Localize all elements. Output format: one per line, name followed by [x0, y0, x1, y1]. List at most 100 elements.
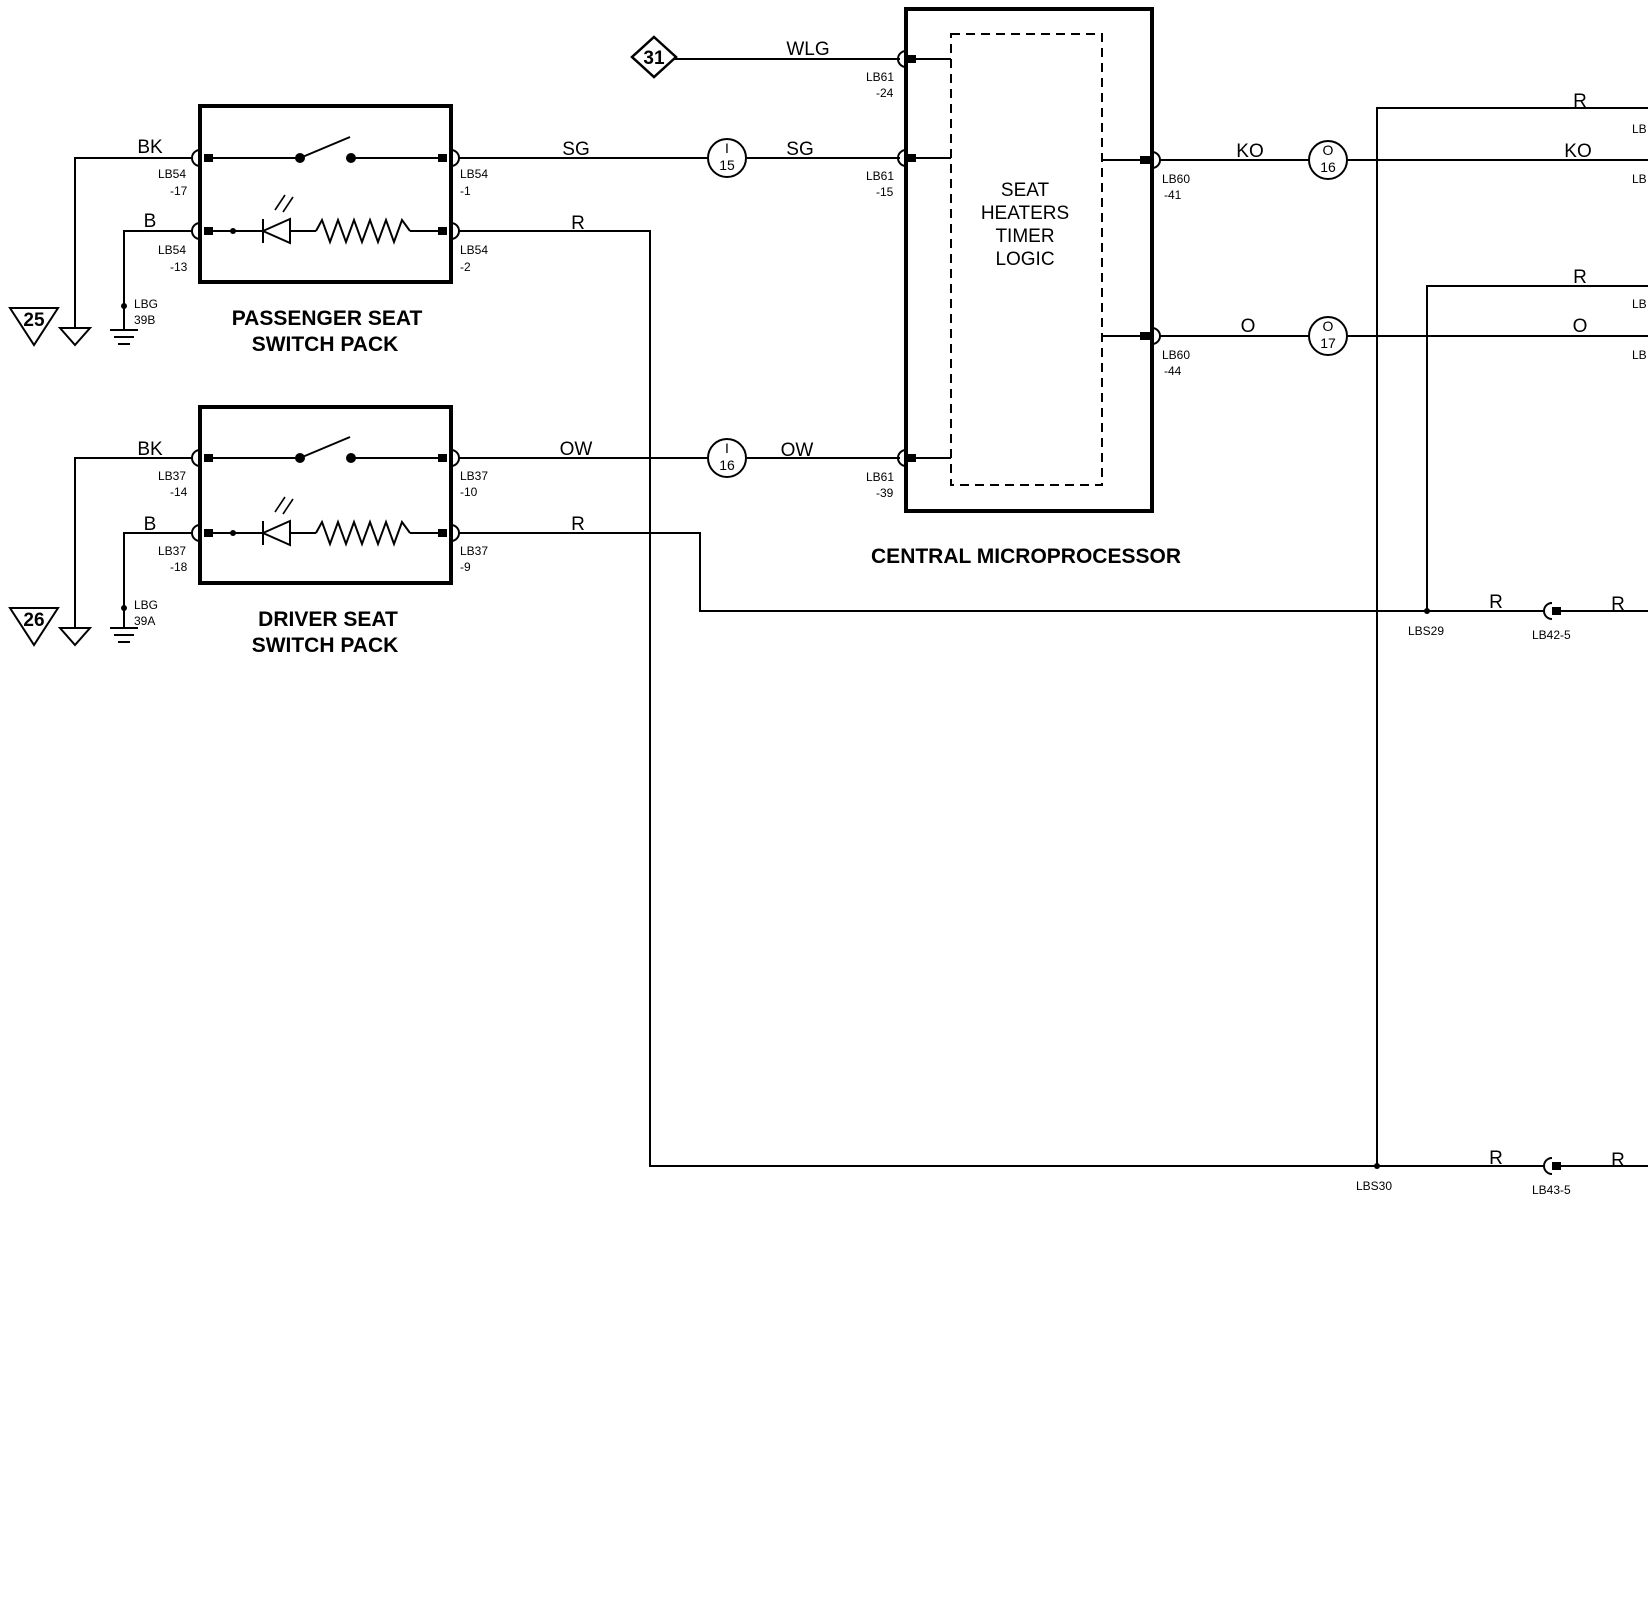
wire-label: R — [1489, 592, 1503, 613]
wire-label: B — [144, 211, 157, 232]
wire-label: R — [571, 213, 585, 234]
wire-label: R — [1489, 1148, 1503, 1169]
wire-label: KO — [1236, 141, 1263, 162]
svg-text:LB60: LB60 — [1162, 172, 1190, 186]
logic-line-2: HEATERS — [981, 203, 1069, 224]
logic-line-3: TIMER — [995, 226, 1054, 247]
svg-text:-9: -9 — [460, 560, 471, 574]
connector-o16: O 16 — [1308, 140, 1348, 180]
svg-text:-41: -41 — [1164, 188, 1182, 202]
wire-label: OW — [781, 440, 814, 461]
ground-triangle-icon — [57, 627, 93, 647]
svg-text:LBS30: LBS30 — [1356, 1179, 1392, 1193]
svg-text:-13: -13 — [170, 260, 188, 274]
wire-label: R — [1611, 1150, 1625, 1171]
passenger-title-1: PASSENGER SEAT — [232, 307, 423, 330]
svg-text:LB43-5: LB43-5 — [1532, 1183, 1571, 1197]
svg-text:LB42-5: LB42-5 — [1532, 628, 1571, 642]
driver-title-2: SWITCH PACK — [252, 634, 399, 657]
svg-text:LB61: LB61 — [866, 470, 894, 484]
wire-label: SG — [786, 139, 813, 160]
ground-triangle-icon — [57, 327, 93, 347]
connector-i16: I 16 — [707, 438, 747, 478]
svg-text:16: 16 — [1320, 159, 1336, 175]
wire-label: BK — [137, 137, 163, 158]
svg-text:LB61: LB61 — [866, 70, 894, 84]
svg-text:LBS29: LBS29 — [1408, 624, 1444, 638]
svg-text:LB: LB — [1632, 172, 1647, 186]
svg-text:O: O — [1323, 142, 1334, 158]
wire-label: R — [1573, 267, 1587, 288]
svg-text:LB54: LB54 — [460, 167, 488, 181]
svg-text:16: 16 — [719, 457, 735, 473]
passenger-title-2: SWITCH PACK — [252, 333, 399, 356]
wire-label: O — [1241, 316, 1256, 337]
svg-text:LB60: LB60 — [1162, 348, 1190, 362]
connector-o17: O 17 — [1308, 316, 1348, 356]
svg-text:LB37: LB37 — [460, 469, 488, 483]
ref-31: 31 — [643, 48, 665, 69]
wire-label: O — [1573, 316, 1588, 337]
svg-text:-1: -1 — [460, 184, 471, 198]
svg-text:I: I — [725, 140, 729, 156]
svg-text:-2: -2 — [460, 260, 471, 274]
svg-text:LB37: LB37 — [460, 544, 488, 558]
ground-ref-25-icon — [8, 307, 60, 347]
svg-text:LB: LB — [1632, 122, 1647, 136]
wire-label: OW — [560, 439, 593, 460]
ground-ref-26-icon — [8, 607, 60, 647]
passenger-switch-pack-box — [198, 104, 453, 284]
svg-text:LB: LB — [1632, 348, 1647, 362]
ground-ref-26: 26 — [23, 610, 44, 631]
wire-label: BK — [137, 439, 163, 460]
driver-switch-pack-box — [198, 405, 453, 585]
central-microprocessor: SEAT HEATERS TIMER LOGIC CENTRAL MICROPR… — [871, 7, 1181, 568]
pin-labels: LB54 -17 LB54 -13 LB54 -1 LB54 -2 LBG 39… — [134, 70, 1647, 1197]
wire-label: B — [144, 514, 157, 535]
svg-text:LB: LB — [1632, 297, 1647, 311]
svg-text:LB54: LB54 — [158, 167, 186, 181]
svg-text:-14: -14 — [170, 485, 188, 499]
svg-text:-15: -15 — [876, 185, 894, 199]
svg-text:LB54: LB54 — [158, 243, 186, 257]
switch-contact — [299, 136, 351, 159]
svg-text:-17: -17 — [170, 184, 188, 198]
svg-text:-44: -44 — [1164, 364, 1182, 378]
wire-label: SG — [562, 139, 589, 160]
resistor-icon — [315, 217, 411, 245]
svg-text:15: 15 — [719, 157, 735, 173]
timer-logic-box — [950, 33, 1103, 486]
svg-text:-18: -18 — [170, 560, 188, 574]
wire-label: R — [1611, 594, 1625, 615]
svg-text:O: O — [1323, 318, 1334, 334]
svg-text:LBG: LBG — [134, 297, 158, 311]
wire-label: R — [1573, 91, 1587, 112]
svg-text:I: I — [725, 440, 729, 456]
svg-text:-24: -24 — [876, 86, 894, 100]
svg-text:LB37: LB37 — [158, 469, 186, 483]
wire-label: WLG — [786, 39, 829, 60]
microprocessor-box — [904, 7, 1154, 513]
resistor-icon — [315, 519, 411, 547]
ref-31-diamond-icon — [630, 35, 678, 79]
svg-text:39A: 39A — [134, 614, 155, 628]
driver-title-1: DRIVER SEAT — [258, 608, 398, 631]
led-icon — [260, 217, 291, 245]
svg-text:39B: 39B — [134, 313, 155, 327]
wire-label: R — [571, 514, 585, 535]
svg-text:17: 17 — [1320, 335, 1336, 351]
microprocessor-title: CENTRAL MICROPROCESSOR — [871, 545, 1181, 568]
svg-text:-10: -10 — [460, 485, 478, 499]
ground-ref-25: 25 — [23, 310, 45, 331]
passenger-switch-pack: PASSENGER SEAT SWITCH PACK — [191, 104, 460, 356]
lb42-connector-icon — [1543, 602, 1553, 620]
logic-line-1: SEAT — [1001, 180, 1050, 201]
driver-switch-pack: DRIVER SEAT SWITCH PACK — [191, 405, 460, 657]
svg-text:LB61: LB61 — [866, 169, 894, 183]
lb43-connector-icon — [1543, 1157, 1553, 1175]
svg-text:LB37: LB37 — [158, 544, 186, 558]
wire-label: KO — [1564, 141, 1591, 162]
svg-text:LBG: LBG — [134, 598, 158, 612]
led-icon — [260, 519, 291, 547]
